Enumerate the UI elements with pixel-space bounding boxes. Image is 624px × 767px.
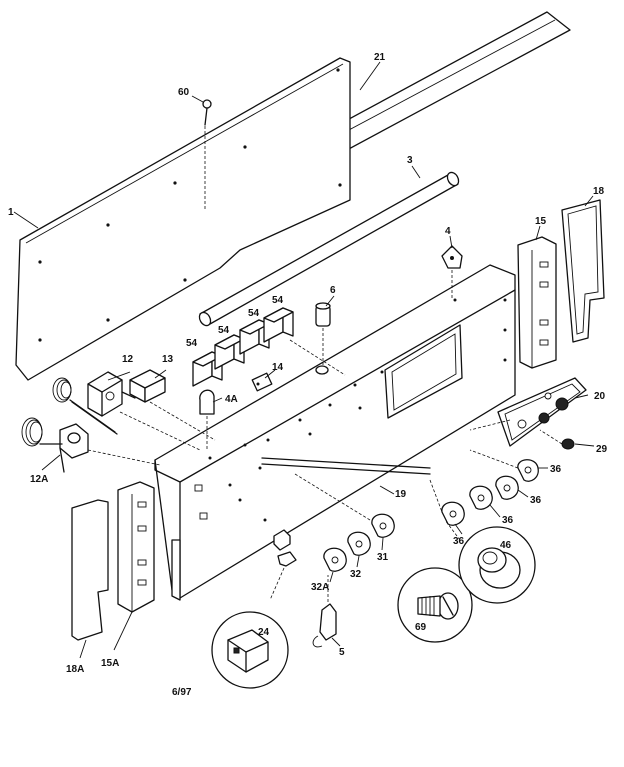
label-32a: 32A [311, 582, 329, 593]
part-15-end-bracket [517, 236, 557, 369]
label-54-b: 54 [218, 325, 230, 336]
label-18a: 18A [66, 664, 84, 675]
label-15: 15 [535, 216, 547, 227]
label-19: 19 [395, 489, 407, 500]
label-24: 24 [258, 627, 270, 638]
label-18: 18 [593, 186, 605, 197]
part-20-clock-board [469, 377, 587, 447]
label-12: 12 [122, 354, 134, 365]
label-4a: 4A [225, 394, 238, 405]
part-36-knob-a [469, 449, 539, 482]
label-32: 32 [350, 569, 362, 580]
footer-date-code: 6/97 [172, 687, 192, 698]
part-32a-knob [323, 547, 347, 572]
part-54-relay-group [192, 307, 346, 387]
label-21: 21 [374, 52, 386, 63]
label-69: 69 [415, 622, 427, 633]
label-54-d: 54 [272, 295, 284, 306]
label-54-a: 54 [186, 338, 198, 349]
part-29-knob-small [539, 429, 575, 450]
connector-small [269, 529, 297, 601]
label-36-d: 36 [453, 536, 465, 547]
label-54-c: 54 [248, 308, 260, 319]
label-36-b: 36 [530, 495, 542, 506]
part-4-bracket [441, 245, 463, 300]
part-36-knob-b [495, 475, 519, 500]
part-60-screw [202, 99, 212, 210]
label-5: 5 [339, 647, 345, 658]
label-15a: 15A [101, 658, 119, 669]
label-20: 20 [594, 391, 606, 402]
relay-54-d [263, 307, 294, 343]
label-6: 6 [330, 285, 336, 296]
part-32-knob [347, 531, 371, 556]
part-4a-clip [199, 389, 215, 450]
part-12a-thermostat [21, 417, 161, 473]
part-19-rod [261, 457, 431, 521]
label-46: 46 [500, 540, 512, 551]
part-3-tube [198, 171, 460, 327]
part-36-knob-d [429, 479, 465, 526]
label-31: 31 [377, 552, 389, 563]
leader-lines [13, 61, 595, 659]
part-1-back-panel [15, 57, 351, 381]
label-29: 29 [596, 444, 608, 455]
part-18-gasket [561, 199, 605, 343]
detail-circle-69 [397, 567, 473, 643]
part-13-switch-block [129, 369, 216, 441]
part-36-knob-c [469, 485, 493, 510]
detail-circle-24 [211, 611, 289, 689]
label-1: 1 [8, 207, 14, 218]
detail-circle-46 [444, 519, 536, 604]
part-12-timer [87, 371, 201, 451]
part-labels: 1 21 60 3 18 15 4 6 54 54 54 54 12 13 14… [8, 52, 608, 698]
label-36-a: 36 [550, 464, 562, 475]
label-60: 60 [178, 87, 190, 98]
part-6-shaft [315, 302, 331, 375]
part-15a-end-bracket [117, 481, 155, 613]
part-31-knob [371, 513, 395, 538]
part-5-clip [312, 575, 337, 648]
label-4: 4 [445, 226, 451, 237]
label-13: 13 [162, 354, 174, 365]
label-14: 14 [272, 362, 284, 373]
label-36-c: 36 [502, 515, 514, 526]
part-18a-gasket [71, 499, 109, 641]
label-3: 3 [407, 155, 413, 166]
label-12a: 12A [30, 474, 48, 485]
part-14-switch [251, 372, 273, 392]
main-control-panel [154, 264, 516, 601]
sensor-coil-upper [52, 377, 118, 435]
